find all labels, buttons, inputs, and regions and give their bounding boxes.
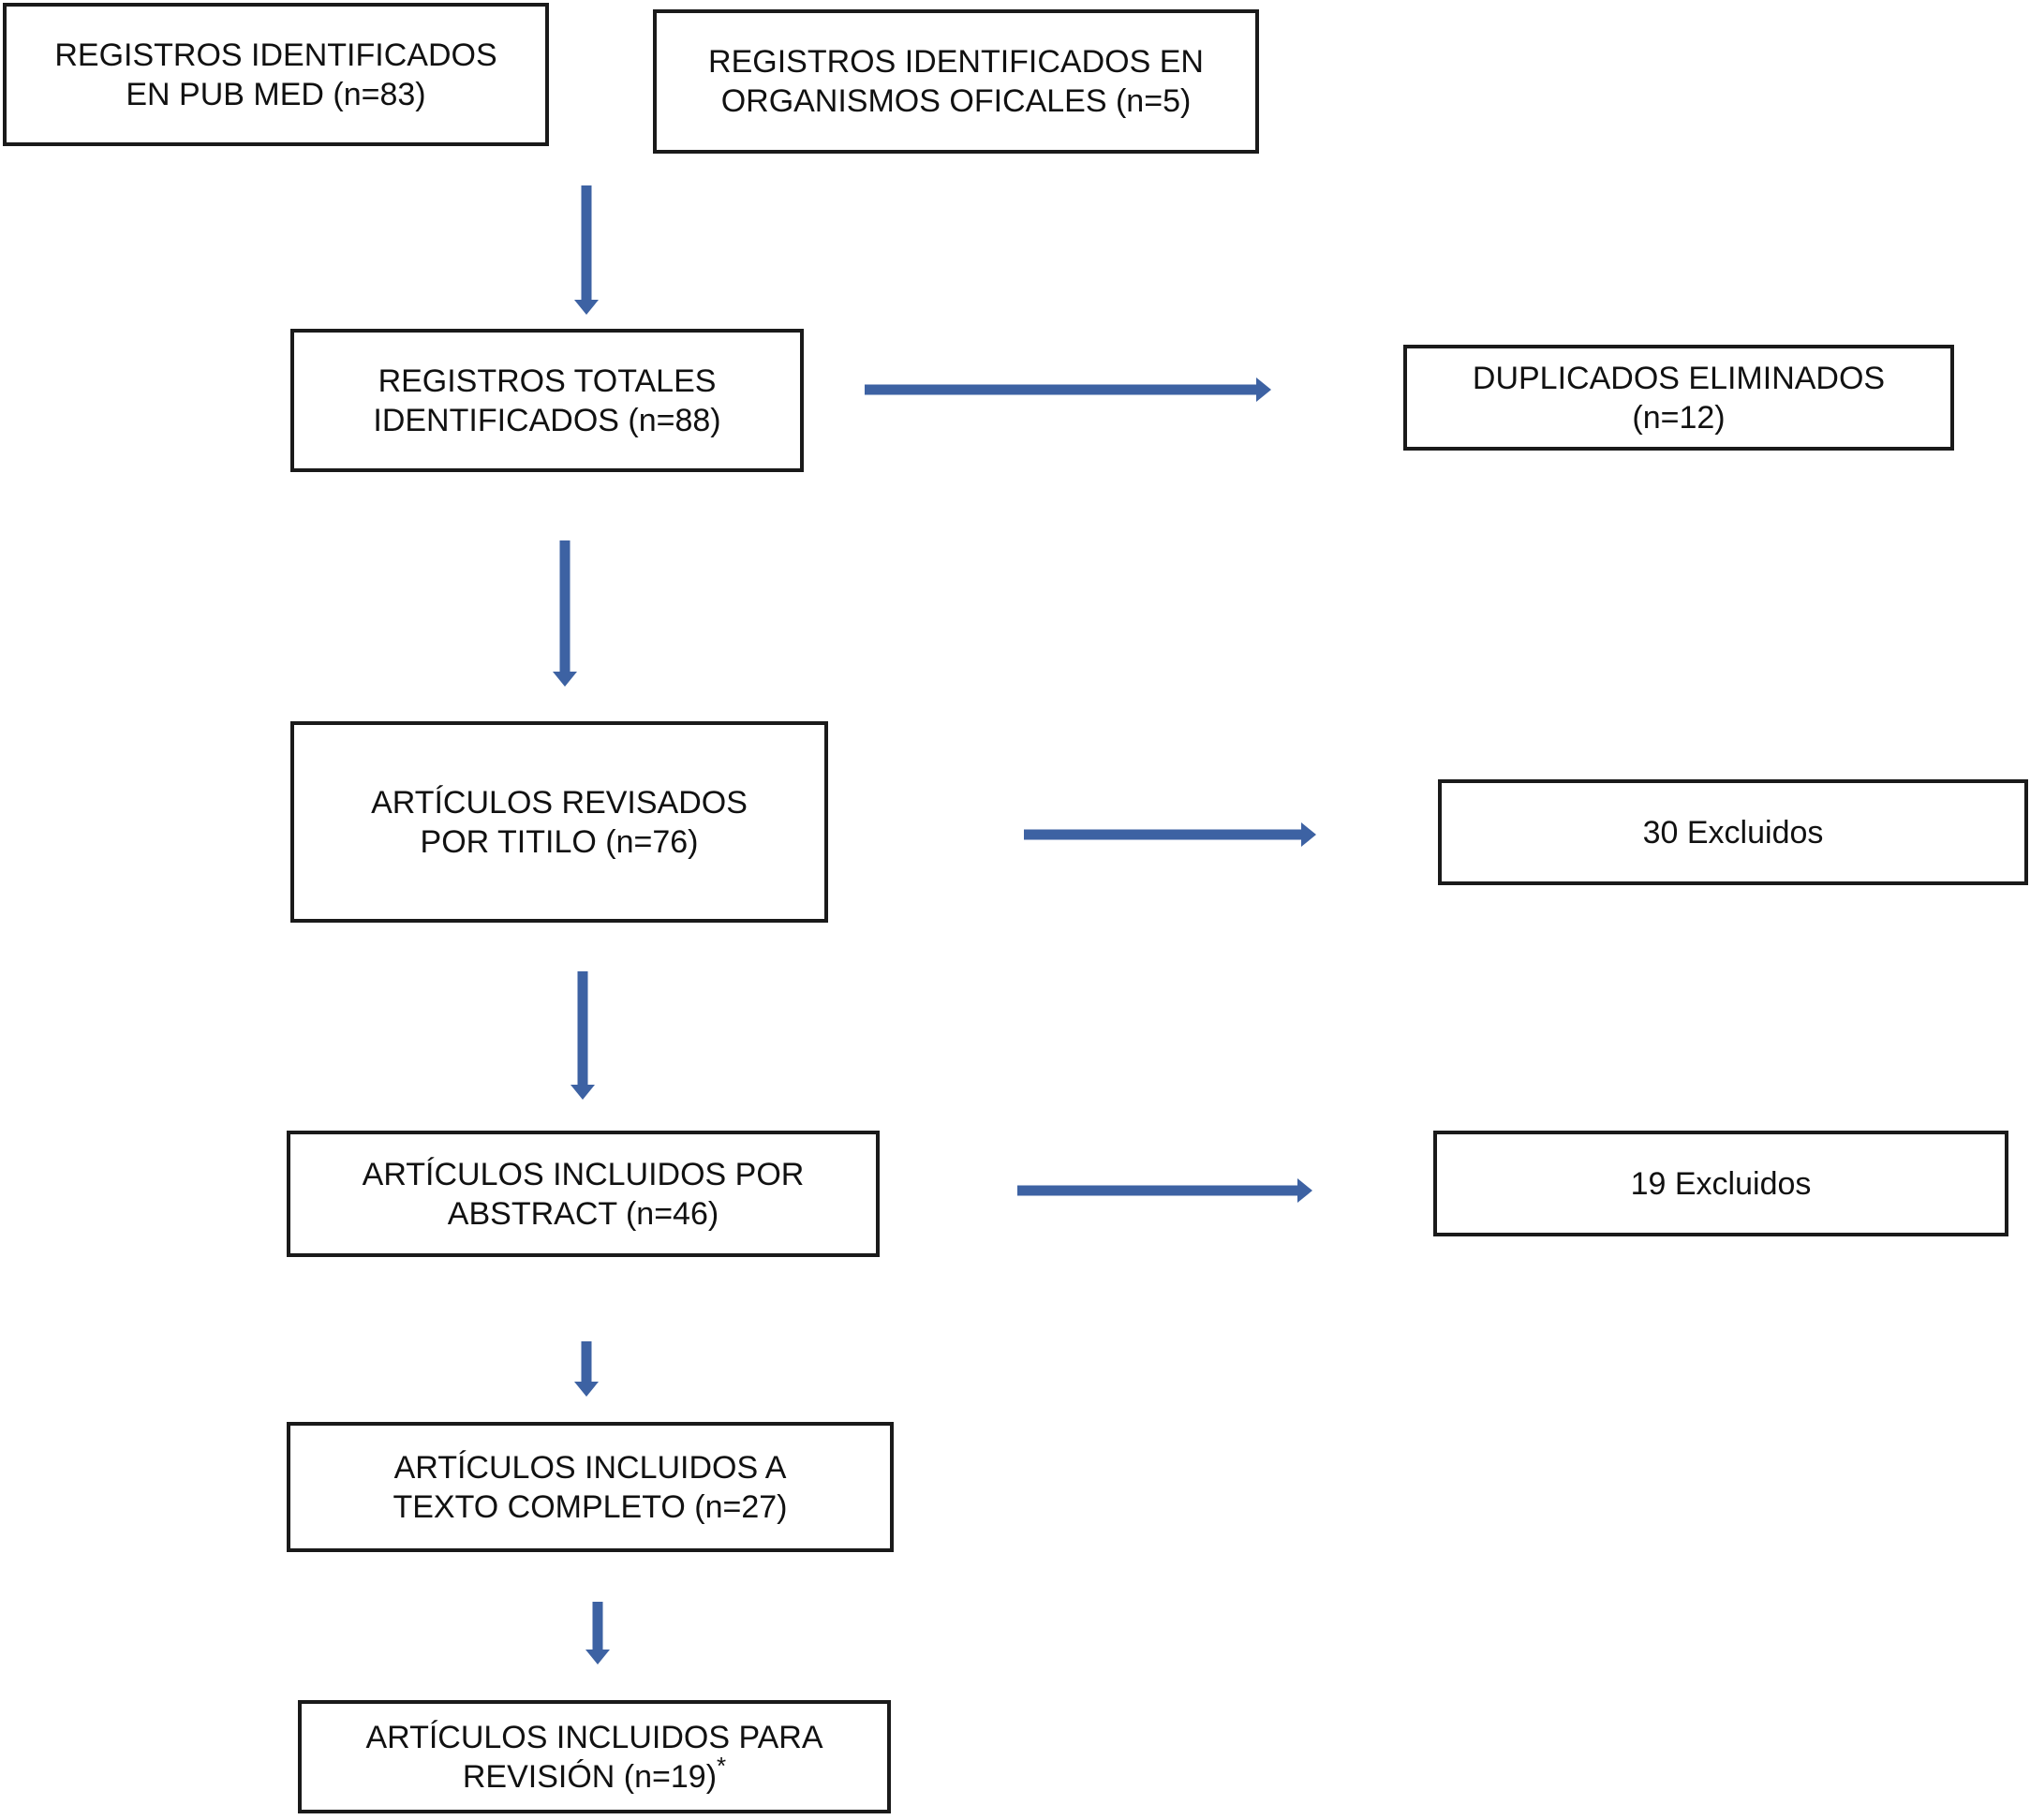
box-pubmed-records: REGISTROS IDENTIFICADOS EN PUB MED (n=83… — [3, 3, 549, 146]
box-excluded-19: 19 Excluidos — [1433, 1131, 2008, 1236]
box-review-line2: REVISIÓN (n=19) — [462, 1758, 718, 1795]
box-duplicates-line1: DUPLICADOS ELIMINADOS — [1472, 360, 1886, 396]
arrow-down-5 — [585, 1602, 610, 1665]
box-total-line2: IDENTIFICADOS (n=88) — [373, 402, 721, 438]
box-excluded-30-label: 30 Excluidos — [1642, 814, 1824, 851]
box-review-line1: ARTÍCULOS INCLUIDOS PARA — [365, 1719, 823, 1755]
box-fulltext-line2: TEXTO COMPLETO (n=27) — [393, 1488, 788, 1525]
box-official-line2: ORGANISMOS OFICALES (n=5) — [720, 83, 1192, 119]
box-duplicates-line2: (n=12) — [1632, 399, 1726, 436]
arrow-down-3 — [570, 971, 595, 1100]
box-abstract-line1: ARTÍCULOS INCLUIDOS POR — [362, 1156, 805, 1192]
box-review-included: ARTÍCULOS INCLUIDOS PARA REVISIÓN (n=19)… — [298, 1700, 891, 1813]
box-excluded-19-label: 19 Excluidos — [1630, 1165, 1812, 1202]
box-abstract-line2: ABSTRACT (n=46) — [447, 1195, 719, 1232]
arrow-right-excluded-30 — [1024, 822, 1316, 847]
arrow-right-duplicates — [865, 377, 1271, 402]
box-official-line1: REGISTROS IDENTIFICADOS EN — [708, 44, 1204, 80]
box-total-records: REGISTROS TOTALES IDENTIFICADOS (n=88) — [290, 329, 804, 472]
box-duplicates-removed: DUPLICADOS ELIMINADOS (n=12) — [1403, 345, 1954, 451]
box-official-records: REGISTROS IDENTIFICADOS EN ORGANISMOS OF… — [653, 9, 1259, 154]
box-title-line2: POR TITILO (n=76) — [420, 823, 699, 860]
footnote-asterisk: * — [717, 1751, 727, 1780]
box-fulltext-included: ARTÍCULOS INCLUIDOS A TEXTO COMPLETO (n=… — [287, 1422, 894, 1552]
box-fulltext-line1: ARTÍCULOS INCLUIDOS A — [393, 1449, 787, 1486]
box-total-line1: REGISTROS TOTALES — [378, 363, 717, 399]
arrow-right-excluded-19 — [1017, 1178, 1312, 1203]
box-review-line2-wrap: REVISIÓN (n=19)* — [462, 1753, 726, 1797]
box-abstract-included: ARTÍCULOS INCLUIDOS POR ABSTRACT (n=46) — [287, 1131, 880, 1257]
arrow-down-4 — [574, 1341, 599, 1397]
box-title-line1: ARTÍCULOS REVISADOS — [371, 784, 748, 821]
box-excluded-30: 30 Excluidos — [1438, 779, 2028, 885]
box-pubmed-line2: EN PUB MED (n=83) — [126, 76, 426, 112]
box-pubmed-line1: REGISTROS IDENTIFICADOS — [54, 37, 497, 73]
arrow-down-2 — [553, 540, 577, 687]
box-title-review: ARTÍCULOS REVISADOS POR TITILO (n=76) — [290, 721, 828, 923]
arrow-down-1 — [574, 185, 599, 315]
